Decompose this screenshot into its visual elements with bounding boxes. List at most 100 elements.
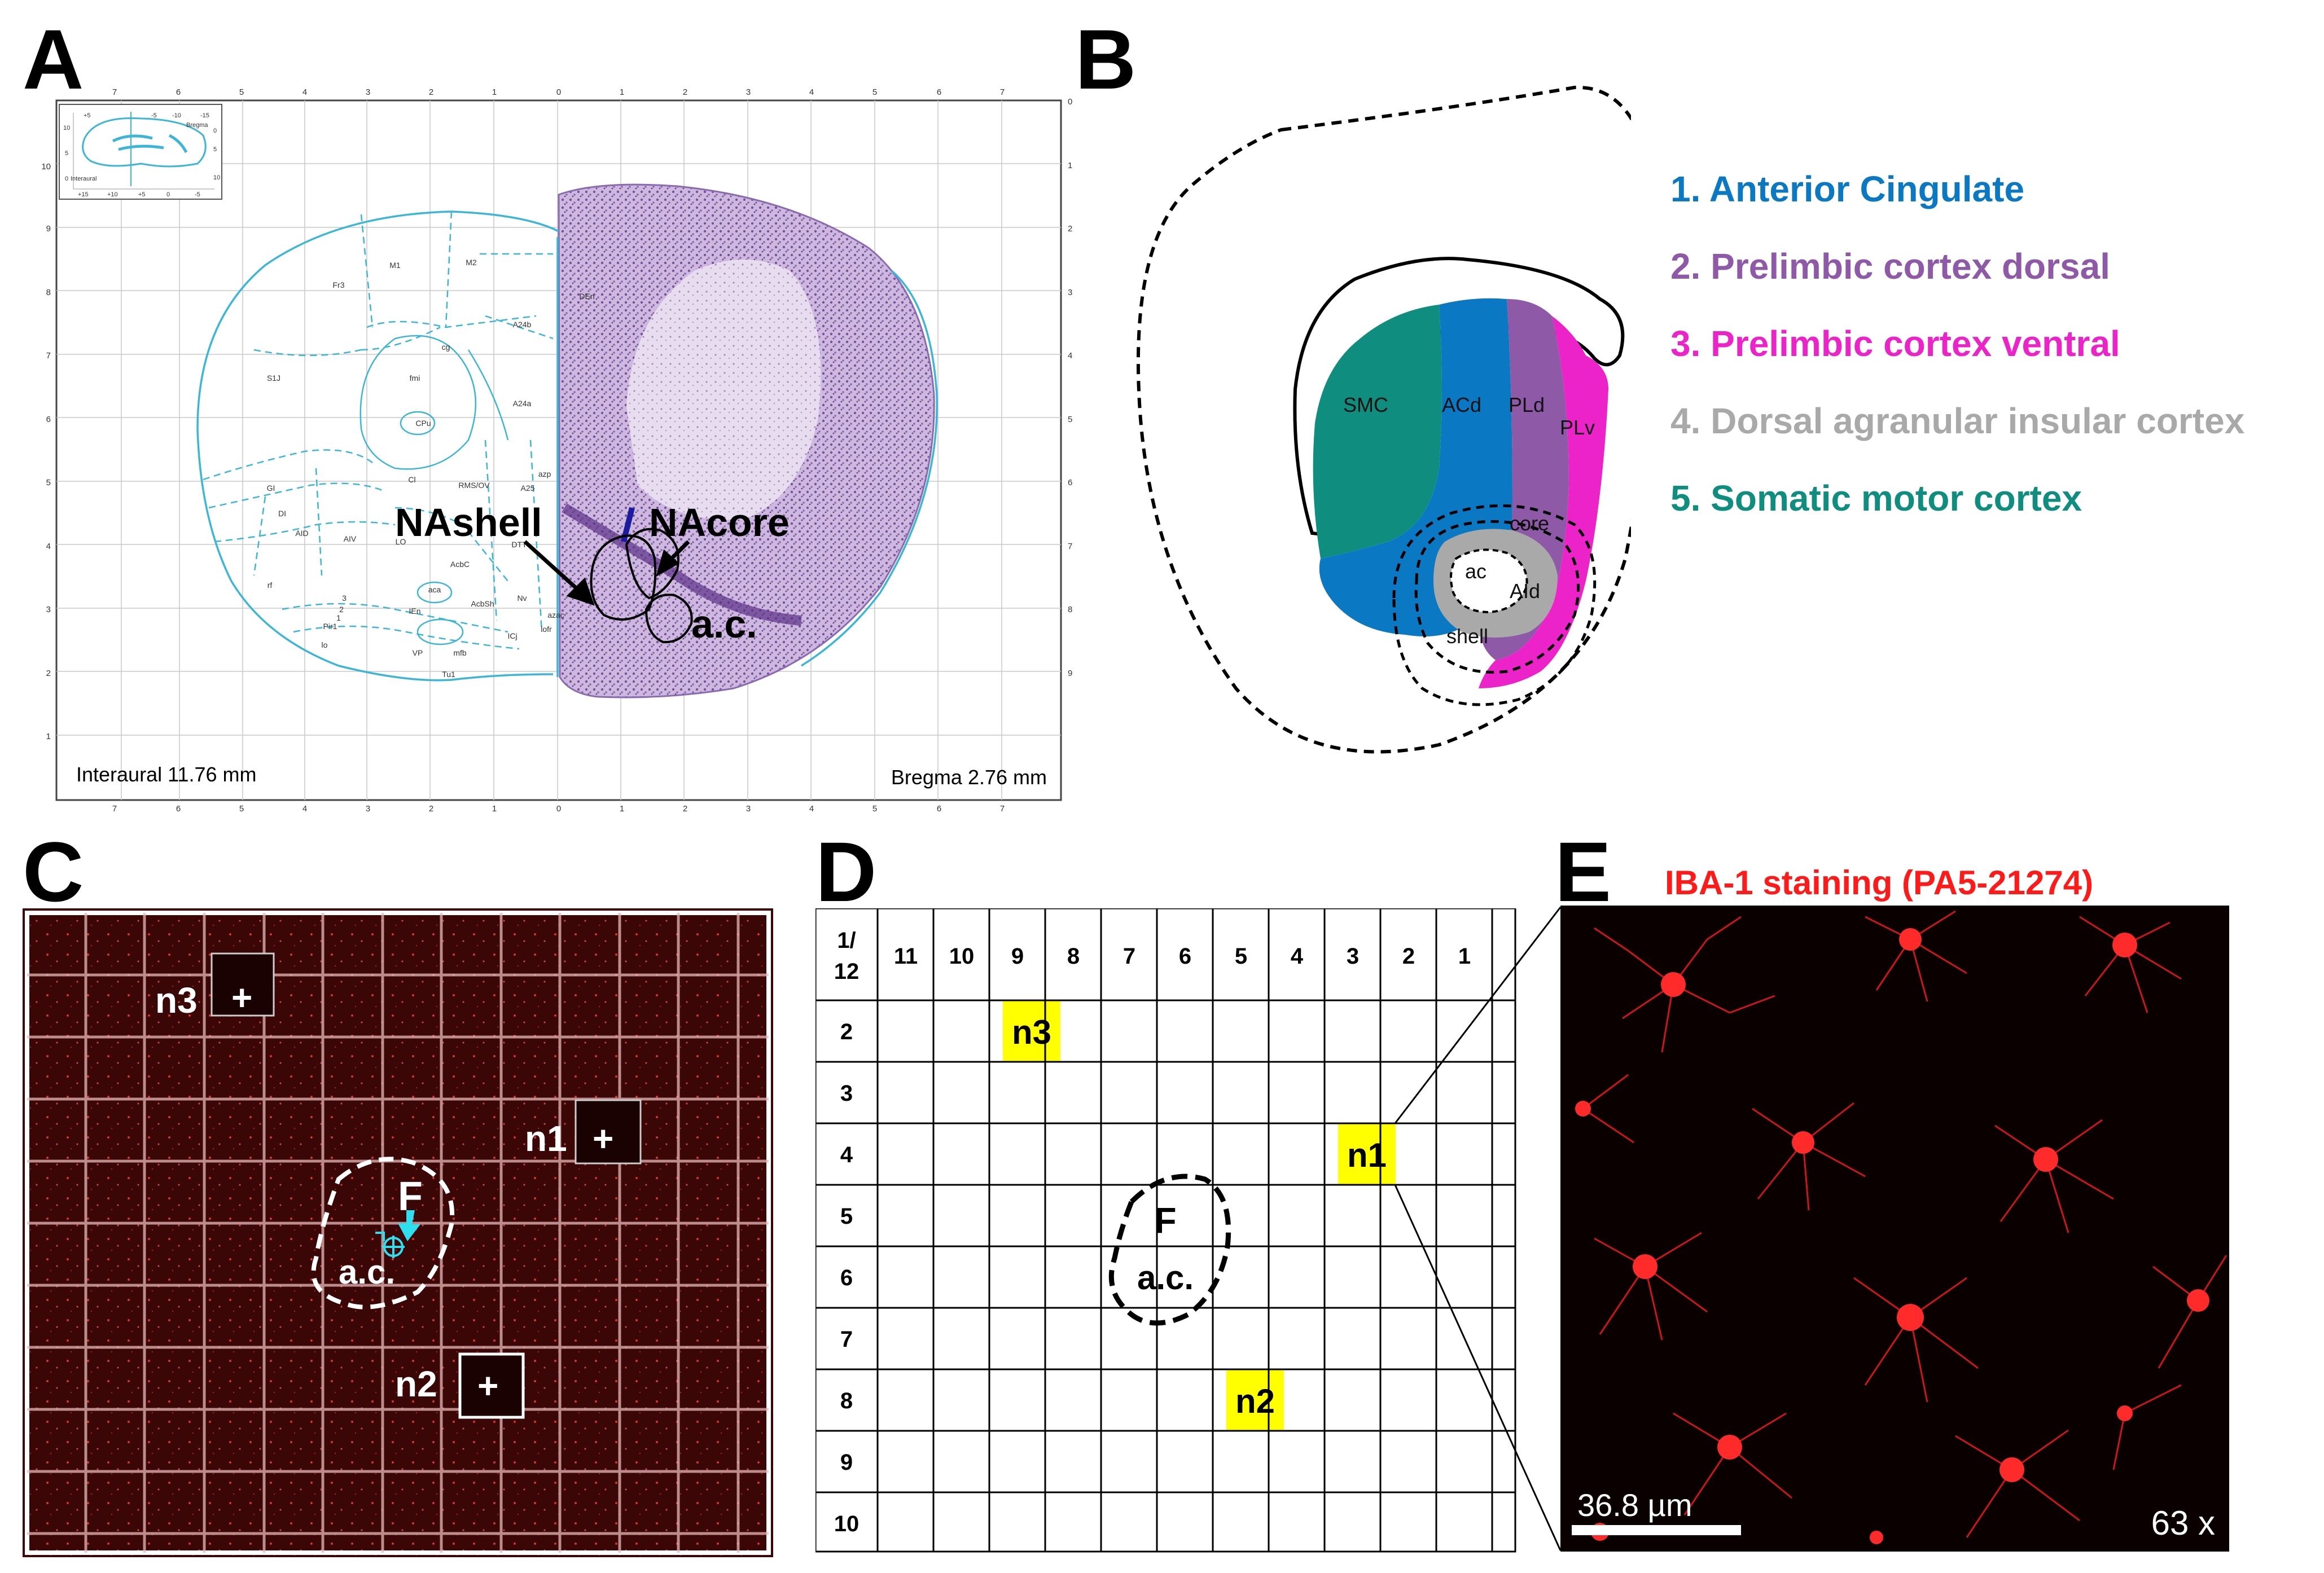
region-label: M1 [389, 261, 401, 270]
tick: 3 [746, 804, 751, 812]
label-acd: ACd [1442, 393, 1481, 416]
tick: 5 [872, 804, 877, 812]
region-label: AcbSh [471, 599, 494, 608]
label-n1: n1 [525, 1118, 567, 1159]
region-label: aca [428, 585, 441, 594]
region-label: mfb [453, 648, 467, 657]
region-label: Tu1 [442, 670, 455, 679]
tick: 7 [1000, 87, 1005, 97]
nashell-label: NAshell [395, 500, 542, 544]
col-header: 9 [1011, 944, 1024, 969]
inset-label: 5 [65, 150, 68, 157]
iba1-title: IBA-1 staining (PA5-21274) [1665, 864, 2094, 902]
corner-label: 1/ [837, 928, 856, 953]
region-label: LO [396, 537, 406, 546]
inset-label: 0 [213, 128, 217, 134]
panel-b-schematic: SMC ACd PLd PLv core ac AId shell [1136, 85, 1631, 754]
tick: 3 [1068, 288, 1072, 297]
region-label: lofr [541, 625, 552, 634]
atlas-hemisphere [196, 210, 938, 682]
label-core: core [1510, 512, 1549, 535]
tick: 2 [429, 87, 433, 97]
inset-label: Bregma [186, 122, 208, 129]
col-header: 10 [949, 944, 975, 969]
ac-outline [311, 1157, 455, 1310]
region-label: Cl [408, 475, 415, 484]
col-header: 4 [1291, 944, 1304, 969]
tick: 4 [302, 87, 307, 97]
tick: 1 [46, 732, 51, 741]
region-label: ICj [507, 631, 517, 640]
tick: 7 [112, 87, 117, 97]
region-label: CPu [415, 419, 431, 428]
region-label: A24b [513, 320, 532, 329]
right-tick-labels: 0 1 2 3 4 5 6 7 8 9 [1068, 97, 1072, 678]
col-header: 11 [894, 944, 918, 969]
region-label: rf [268, 581, 273, 590]
nissl-striatum [626, 260, 821, 520]
region-label: S1J [267, 374, 280, 383]
tick: 2 [683, 804, 687, 812]
row-header: 6 [840, 1266, 853, 1290]
scale-label: 36.8 µm [1577, 1487, 1692, 1523]
focus-marker [375, 1232, 405, 1258]
tile-n2 [458, 1352, 525, 1419]
tick: 1 [620, 804, 624, 812]
tick: 10 [41, 162, 51, 172]
row-header: 2 [840, 1020, 853, 1044]
col-header: 5 [1235, 944, 1247, 969]
row-header: 3 [840, 1081, 853, 1106]
left-tick-labels: 10 9 8 7 6 5 4 3 2 1 [41, 162, 51, 741]
tick: 6 [1068, 478, 1072, 487]
grid-lines [815, 908, 1515, 1552]
tick: 5 [872, 87, 877, 97]
label-n3: n3 [155, 980, 198, 1021]
tick: 9 [1068, 669, 1072, 678]
tick: 7 [1000, 804, 1005, 812]
region-label: lo [322, 640, 328, 649]
region-label: Nv [517, 594, 527, 603]
bottom-tick-labels: 7 6 5 4 3 2 1 0 1 2 3 4 5 6 7 [112, 804, 1005, 812]
panel-letter-d: D [815, 824, 877, 919]
tick: 3 [746, 87, 751, 97]
region-label: azac [547, 610, 564, 619]
region-label: IEn [409, 607, 420, 616]
inset-label: +5 [84, 112, 91, 119]
focus-arrow [398, 1210, 420, 1241]
core-outline [1414, 520, 1580, 674]
mark-n3: n3 [1012, 1013, 1051, 1051]
label-ac: ac [1465, 560, 1487, 583]
panel-d-grid: 1/ 12 11 10 9 8 7 6 5 4 3 2 1 2 3 4 5 6 … [815, 908, 1516, 1553]
cell-n3 [1003, 1000, 1060, 1062]
tick: 5 [239, 804, 244, 812]
sagittal-inset: +5 -5 -10 -15 Bregma Interaural +15 +10 … [59, 104, 222, 200]
region-label: DEn [579, 292, 594, 301]
tick: 8 [1068, 605, 1072, 614]
tick: 8 [46, 288, 51, 297]
atlas-region-labels: M1 M2 Fr3 S1J cg fmi A24b A24a DEn CPu C… [267, 258, 595, 679]
tick: 7 [112, 804, 117, 812]
tick: 5 [46, 478, 51, 487]
tick: 4 [46, 542, 51, 551]
bregma-label: Bregma 2.76 mm [891, 766, 1047, 789]
tick: 1 [492, 804, 497, 812]
row-header: 10 [834, 1512, 860, 1536]
label-smc: SMC [1343, 393, 1388, 416]
label-ac: a.c. [339, 1253, 395, 1291]
col-header: 7 [1123, 944, 1135, 969]
panel-letter-a: A [23, 12, 84, 107]
region-label: GI [267, 484, 275, 493]
scale-bar [1572, 1525, 1741, 1535]
nac-arrows [523, 540, 690, 606]
atlas-regions [203, 211, 554, 650]
col-header: 3 [1347, 944, 1359, 969]
tick: 9 [46, 224, 51, 234]
nac-outlines [590, 528, 693, 644]
region-label: azp [538, 469, 551, 478]
tick: 4 [809, 804, 814, 812]
col-header: 6 [1179, 944, 1191, 969]
microglia-somata [1575, 928, 2209, 1544]
region-label: A24a [513, 399, 532, 408]
tick: 3 [46, 605, 51, 614]
